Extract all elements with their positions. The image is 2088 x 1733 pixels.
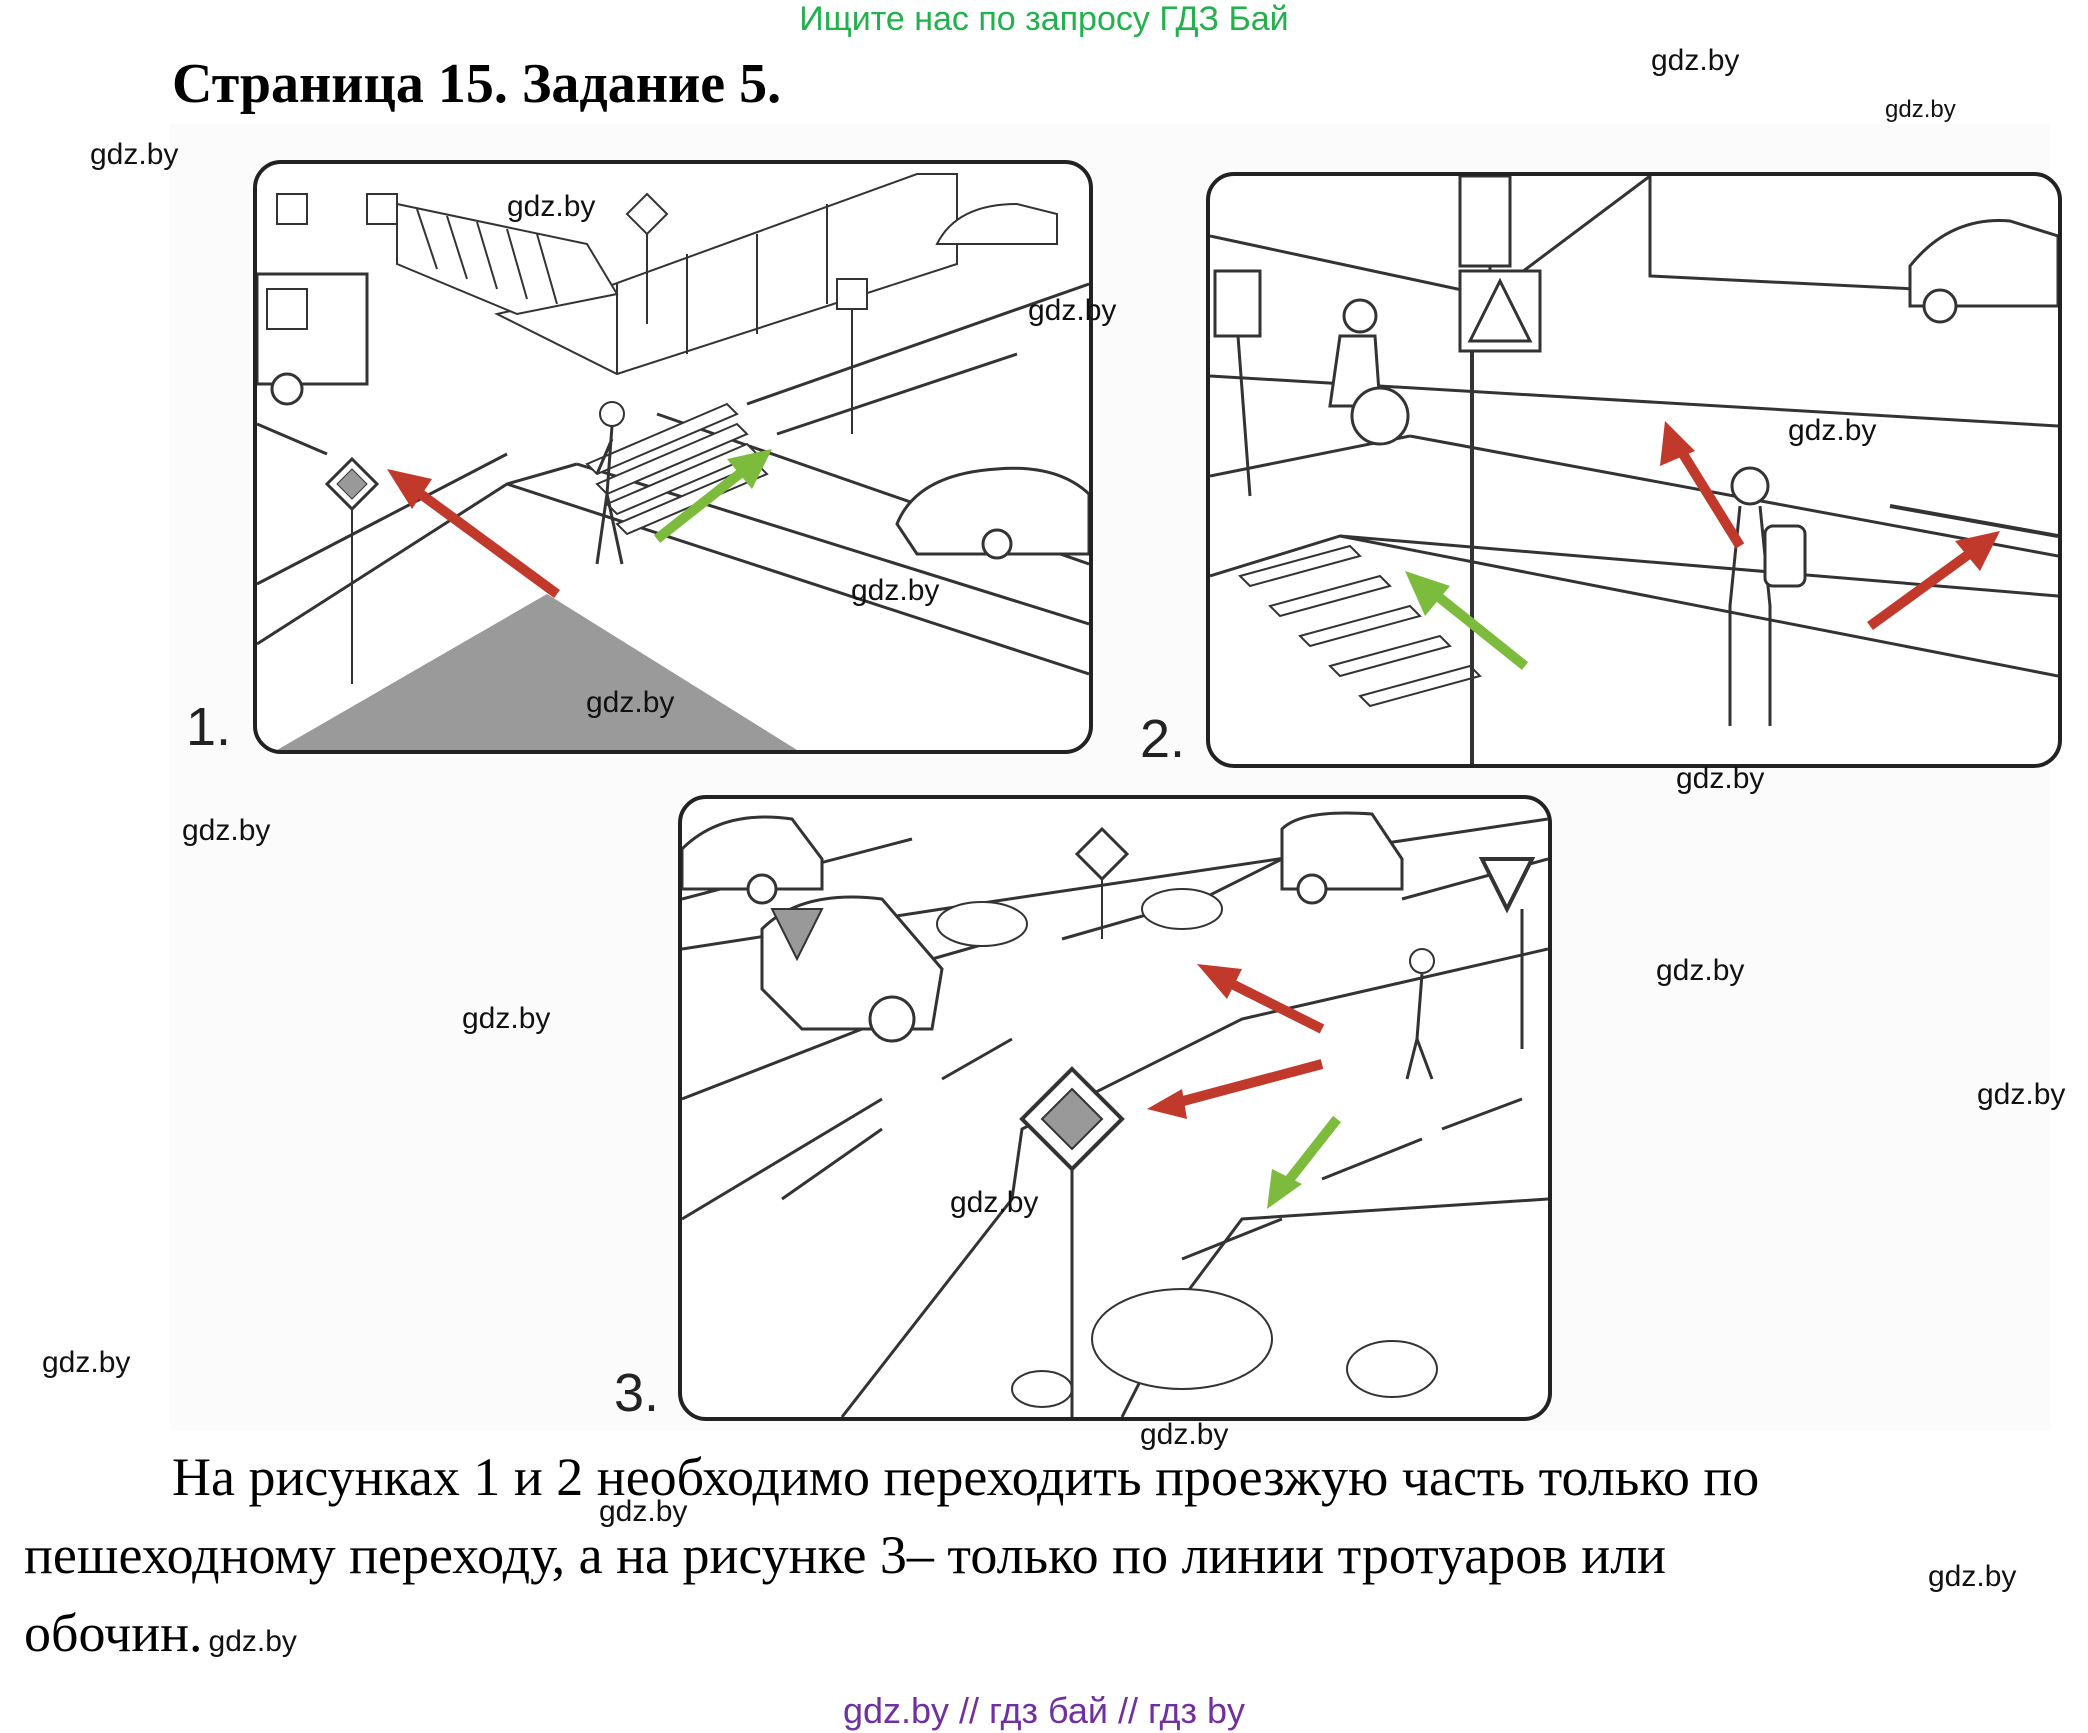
street-scene-1	[257, 173, 1089, 750]
watermark: gdz.by	[599, 1495, 688, 1528]
street-scene-2	[1210, 176, 2058, 764]
watermark: gdz.by	[950, 1186, 1039, 1219]
watermark: gdz.by	[1676, 762, 1765, 795]
illustration-panel-2	[1206, 172, 2062, 768]
watermark: gdz.by	[1977, 1078, 2066, 1111]
watermark: gdz.by	[182, 814, 271, 847]
search-banner[interactable]: Ищите нас по запросу ГДЗ Бай	[799, 0, 1289, 38]
panel-number-1: 1.	[186, 697, 232, 757]
watermark: gdz.by	[1885, 96, 1956, 123]
street-scene-3	[682, 811, 1548, 1417]
watermark: gdz.by	[462, 1002, 551, 1035]
answer-line-2: пешеходному переходу, а на рисунке 3– то…	[24, 1525, 1667, 1585]
watermark: gdz.by	[208, 1625, 297, 1658]
page-title: Страница 15. Задание 5.	[172, 53, 782, 115]
answer-line-1: На рисунках 1 и 2 необходимо переходить …	[172, 1447, 1760, 1507]
watermark: gdz.by	[90, 138, 179, 171]
illustration-panel-1	[253, 160, 1093, 754]
watermark: gdz.by	[1028, 294, 1117, 327]
footer-links[interactable]: gdz.by // гдз бай // гдз by	[842, 1690, 1246, 1731]
answer-line-3: обочин.	[24, 1603, 203, 1663]
illustration-panel-3	[678, 795, 1552, 1421]
answer-text: На рисунках 1 и 2 необходимо переходить …	[24, 1438, 1919, 1681]
watermark: gdz.by	[1788, 414, 1877, 447]
watermark: gdz.by	[851, 574, 940, 607]
panel-number-2: 2.	[1140, 709, 1186, 769]
watermark: gdz.by	[42, 1346, 131, 1379]
panel-number-3: 3.	[614, 1363, 660, 1423]
watermark: gdz.by	[1140, 1418, 1229, 1451]
watermark: gdz.by	[1928, 1560, 2017, 1593]
watermark: gdz.by	[1651, 44, 1740, 77]
watermark: gdz.by	[507, 190, 596, 223]
watermark: gdz.by	[586, 686, 675, 719]
watermark: gdz.by	[1656, 954, 1745, 987]
